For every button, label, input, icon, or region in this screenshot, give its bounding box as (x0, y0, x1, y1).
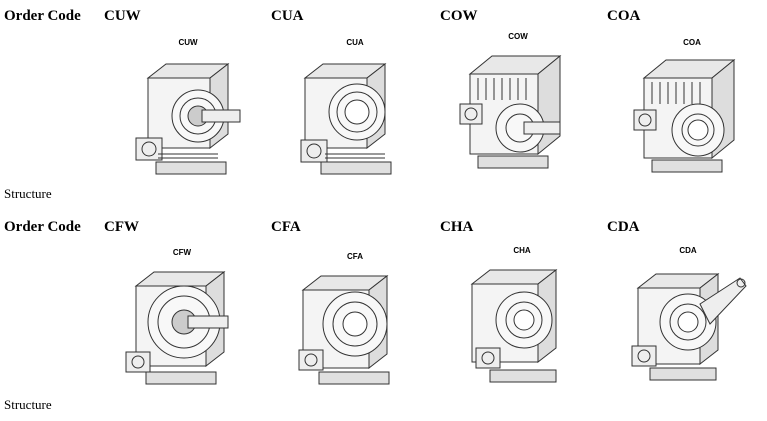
worm-gearbox-hollow-shaft-icon (300, 62, 392, 175)
caption-cua: CUA (346, 38, 364, 47)
caption-coa: COA (683, 38, 701, 47)
order-code-cuw: CUW (104, 8, 141, 24)
order-code-cha: CHA (440, 219, 474, 235)
figure-cow: COW (458, 30, 578, 180)
structure-label-row-2: Structure (4, 397, 52, 412)
order-code-label-row-1: Order Code (4, 8, 81, 24)
order-code-cfa: CFA (271, 219, 301, 235)
worm-gearbox-shaft-input-icon (135, 62, 241, 175)
figure-cda: CDA (628, 244, 748, 394)
figure-cfw: CFW (122, 246, 242, 396)
order-code-cua: CUA (271, 8, 304, 24)
caption-cow: COW (508, 32, 528, 41)
figure-coa: COA (632, 36, 752, 186)
caption-cha: CHA (513, 246, 531, 255)
caption-cfw: CFW (172, 248, 192, 257)
worm-gearbox-finned-hollow-icon (633, 58, 736, 173)
figure-cha: CHA (462, 244, 582, 394)
caption-cda: CDA (679, 246, 697, 255)
worm-gearbox-hollow-output-icon (470, 268, 558, 383)
caption-cfa: CFA (347, 252, 363, 261)
figure-cua: CUA (295, 36, 415, 186)
order-code-cda: CDA (607, 219, 640, 235)
order-code-label-row-2: Order Code (4, 219, 81, 235)
caption-cuw: CUW (178, 38, 198, 47)
figure-cuw: CUW (128, 36, 248, 186)
worm-gearbox-flange-hollow-icon (298, 274, 390, 385)
structure-label-row-1: Structure (4, 186, 52, 201)
order-code-coa: COA (607, 8, 641, 24)
worm-gearbox-torque-arm-icon (631, 272, 747, 381)
order-code-cow: COW (440, 8, 478, 24)
worm-gearbox-flange-shaft-icon (125, 270, 229, 385)
order-code-cfw: CFW (104, 219, 139, 235)
figure-cfa: CFA (295, 250, 415, 400)
worm-gearbox-finned-shaft-icon (459, 54, 562, 169)
